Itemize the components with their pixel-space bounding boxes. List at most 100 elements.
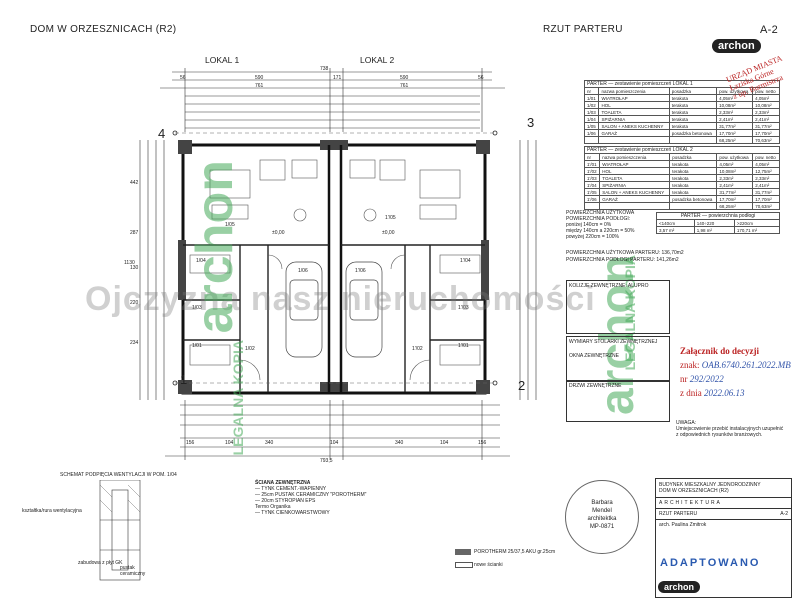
cell: 2,41m² [752, 115, 780, 123]
cell: 17,70m² [716, 129, 754, 137]
project-title: DOM W ORZESZNICACH (R2) [30, 24, 177, 35]
usable-area-block: POWIERZCHNIA UŻYTKOWA POWIERZCHNIA PODŁO… [566, 210, 656, 240]
green-watermark-1: archon [186, 160, 244, 334]
usable-total-2: POWIERZCHNIA PODŁOGI PARTERU: 141,26m2 [566, 257, 679, 263]
cell: SPIŻARNIA [599, 181, 671, 189]
notes-stolarka: WYMIARY STOLARKI ZEWNĘTRZNEJ OKNA ZEWNĘT… [566, 336, 670, 382]
approval-znak-label: znak: [680, 360, 700, 370]
usable-area-line: poniżej 140cm = 0% [566, 222, 612, 228]
schematic-label-3: pustak ceramiczny [120, 565, 146, 577]
room-table-lokal-2: PARTER — zestawienie pomieszczeń LOKAL 2… [583, 146, 780, 210]
dim-top-7: 761 [400, 83, 409, 89]
cell: 2,41m² [716, 115, 754, 123]
cell: GARAŻ [599, 195, 671, 203]
cell [599, 202, 671, 210]
cell: TOALETA [599, 174, 671, 182]
room-label-105: 1/05 [225, 222, 235, 228]
lokal-1-label: LOKAL 1 [205, 55, 240, 65]
cell: 70,63m² [752, 202, 780, 210]
table-header: pow. netto [752, 153, 780, 161]
approval-date-row: z dnia 2022.06.13 [680, 386, 791, 400]
schematic-label-2: zabudowa z płyt GK [78, 560, 123, 566]
dim-bottom-1: 156 [186, 440, 195, 446]
title-block-logo-text: archon [658, 581, 701, 593]
cell: 10,08m² [716, 167, 754, 175]
cell [598, 136, 670, 144]
approval-znak-row: znak: OAB.6740.261.2022.MB [680, 358, 791, 372]
title-block-branch: ARCHITEKTURA [656, 498, 791, 509]
cell: 1'/06 [583, 195, 601, 203]
table-header: pow. użytkowa [716, 153, 754, 161]
cell: 4,05m² [716, 160, 754, 168]
wall-legend-line: — TYNK CEMENT.-WAPIENNY [255, 486, 327, 492]
table-header: nr [583, 153, 601, 161]
cell: 2,41m² [752, 181, 780, 189]
cell: 2,33m² [716, 174, 754, 182]
wall-legend-line: — 20cm STYROPIAN EPS [255, 498, 316, 504]
table-lokal-2-title: PARTER — zestawienie pomieszczeń LOKAL 2 [584, 146, 780, 153]
dim-top-3: 171 [333, 75, 342, 81]
room-label-102: 1/02 [245, 346, 255, 352]
cell: 1'/02 [583, 167, 601, 175]
cell: 1/02 [583, 101, 600, 109]
cell: posadzka betonowa [669, 195, 718, 203]
cell [668, 136, 718, 144]
room-label-1p04: 1'/04 [460, 258, 471, 264]
cell: 12,75m² [752, 167, 780, 175]
table-header: nazwa pomieszczenia [599, 153, 671, 161]
cell: HOL [598, 101, 670, 109]
axis-1-label: 1 [180, 372, 188, 387]
dim-left-5: 234 [130, 340, 139, 346]
wall-legend: ŚCIANA ZEWNĘTRZNA — TYNK CEMENT.-WAPIENN… [255, 480, 366, 516]
table-header: posadzka [668, 87, 718, 95]
notes-okna-title: OKNA ZEWNĘTRZNE [569, 353, 620, 359]
axis-2-label: 2 [518, 378, 526, 393]
approval-stamp-title: Załącznik do decyzji [680, 346, 759, 356]
cell: 1/05 [583, 122, 600, 130]
table-header: nr [583, 87, 600, 95]
watermark-text: Ojczyzna nasz nieruchomości [85, 280, 596, 318]
ventilation-schematic [99, 480, 141, 581]
cell: 31,77m² [716, 188, 754, 196]
approval-date-value: 2022.06.13 [704, 388, 745, 398]
usable-area-line: POWIERZCHNIA PODŁOGI: [566, 216, 631, 222]
dim-top-4: 590 [400, 75, 409, 81]
wall-legend-title: ŚCIANA ZEWNĘTRZNA [255, 480, 311, 486]
cell: SALON + ANEKS KUCHENNY [598, 122, 670, 130]
cell [669, 202, 718, 210]
usable-area-line: między 140cm a 220cm = 50% [566, 228, 635, 234]
room-label-104: 1/04 [196, 258, 206, 264]
room-table-lokal-1: PARTER — zestawienie pomieszczeń LOKAL 1… [583, 80, 780, 144]
architect-stamp-line: Mendel [592, 508, 612, 514]
wall-legend-line: — 25cm PUSTAK CERAMICZNY "POROTHERM" [255, 492, 367, 498]
cell: <140cm [656, 219, 695, 227]
cell: 1'/03 [583, 174, 601, 182]
cell: 17,70m² [752, 129, 780, 137]
notes-drzwi: DRZWI ZEWNĘTRZNE [566, 380, 670, 422]
title-block: BUDYNEK MIESZKALNY JEDNORODZINNY DOM W O… [655, 478, 792, 598]
axis-4-label: 4 [158, 126, 166, 141]
cell: SPIŻARNIA [598, 115, 670, 123]
room-label-1p01: 1'/01 [458, 343, 469, 349]
cell: 17,70m² [752, 195, 780, 203]
notes-drzwi-title: DRZWI ZEWNĘTRZNE [569, 383, 622, 389]
cell: 31,77m² [752, 122, 780, 130]
title-block-building: BUDYNEK MIESZKALNY JEDNORODZINNY [659, 482, 761, 488]
wall-legend-line: Termo Organika [255, 504, 291, 510]
cell: 2,33m² [752, 174, 780, 182]
cell [583, 136, 600, 144]
cell: terakota [668, 108, 718, 116]
cell: TOALETA [598, 108, 670, 116]
floor-area-title: PARTER — powierzchnia podłogi [656, 212, 780, 219]
dim-top-1: 56 [180, 75, 186, 81]
room-label-1p03: 1'/03 [458, 305, 469, 311]
